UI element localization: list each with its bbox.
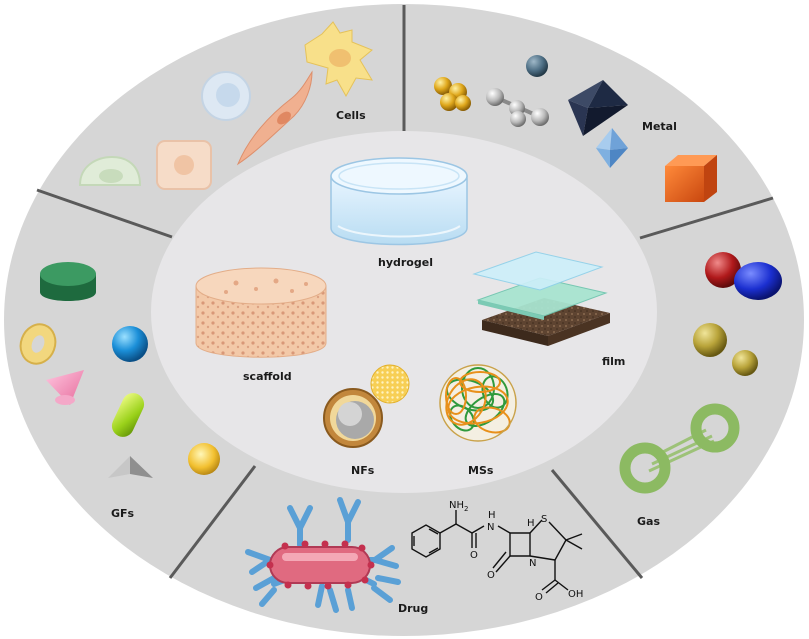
chem-h-ring: H [527, 518, 535, 529]
steel-sphere-icon [526, 55, 548, 77]
bacterium-icon [266, 540, 375, 590]
spindle-cell-icon [236, 70, 313, 166]
chem-nh2: NH2 [449, 500, 468, 513]
inner-core [151, 131, 657, 493]
yellow-torus-icon [19, 323, 57, 365]
navy-sphere-icon [734, 262, 782, 300]
label-hydrogel: hydrogel [378, 256, 433, 269]
blue-octahedron-icon [596, 128, 628, 168]
nfs-icon [323, 364, 410, 448]
olive-sphere-small-icon [732, 350, 758, 376]
drug-structure [411, 510, 583, 594]
label-mss: MSs [468, 464, 494, 477]
divider-gas-drug [550, 469, 644, 579]
label-cells: Cells [336, 109, 366, 122]
drug-illustrations: NH2 H N S O N H O O OH [245, 497, 583, 613]
mss-icon [439, 364, 517, 442]
chem-n-ring: N [529, 558, 536, 569]
chem-oh: OH [568, 589, 583, 600]
gold-cluster-icon [434, 77, 452, 95]
segment-dividers [36, 5, 774, 579]
chem-s: S [541, 514, 547, 525]
label-scaffold: scaffold [243, 370, 292, 383]
olive-sphere-large-icon [693, 323, 727, 357]
chem-o-amide: O [470, 550, 478, 561]
red-sphere-icon [705, 252, 741, 288]
divider-metal-gas [639, 196, 774, 240]
green-cylinder-icon [40, 262, 96, 301]
divider-drug-gfs [168, 465, 257, 579]
gold-sphere-icon [188, 443, 220, 475]
pink-cone-icon [46, 370, 84, 405]
gas-illustrations [619, 252, 782, 494]
label-gfs: GFs [111, 507, 135, 520]
hydrogel-icon [330, 157, 468, 246]
scaffold-icon [195, 267, 327, 358]
chem-h: H [488, 510, 496, 521]
metal-illustrations [434, 55, 717, 202]
label-nfs: NFs [351, 464, 375, 477]
dark-octahedron-icon [568, 80, 628, 136]
chem-o-carboxyl: O [535, 592, 543, 603]
lime-capsule-icon [111, 393, 145, 437]
gfs-illustrations [19, 262, 220, 478]
blue-sphere-icon [112, 326, 148, 362]
cells-illustrations [78, 21, 373, 190]
label-gas: Gas [637, 515, 660, 528]
label-drug: Drug [398, 602, 428, 615]
grey-pyramid-icon [108, 456, 153, 478]
film-icon [472, 251, 610, 346]
dumbbell-ring-icon [619, 403, 740, 494]
silver-chain-icon [486, 88, 504, 106]
divider-gfs-cells [36, 188, 173, 239]
chem-n-link: N [487, 522, 494, 533]
label-metal: Metal [642, 120, 677, 133]
nanoparticle-yellow-icon [370, 364, 410, 404]
chem-o-lactam: O [487, 570, 495, 581]
orange-cube-icon [665, 155, 717, 202]
label-film: film [602, 355, 625, 368]
